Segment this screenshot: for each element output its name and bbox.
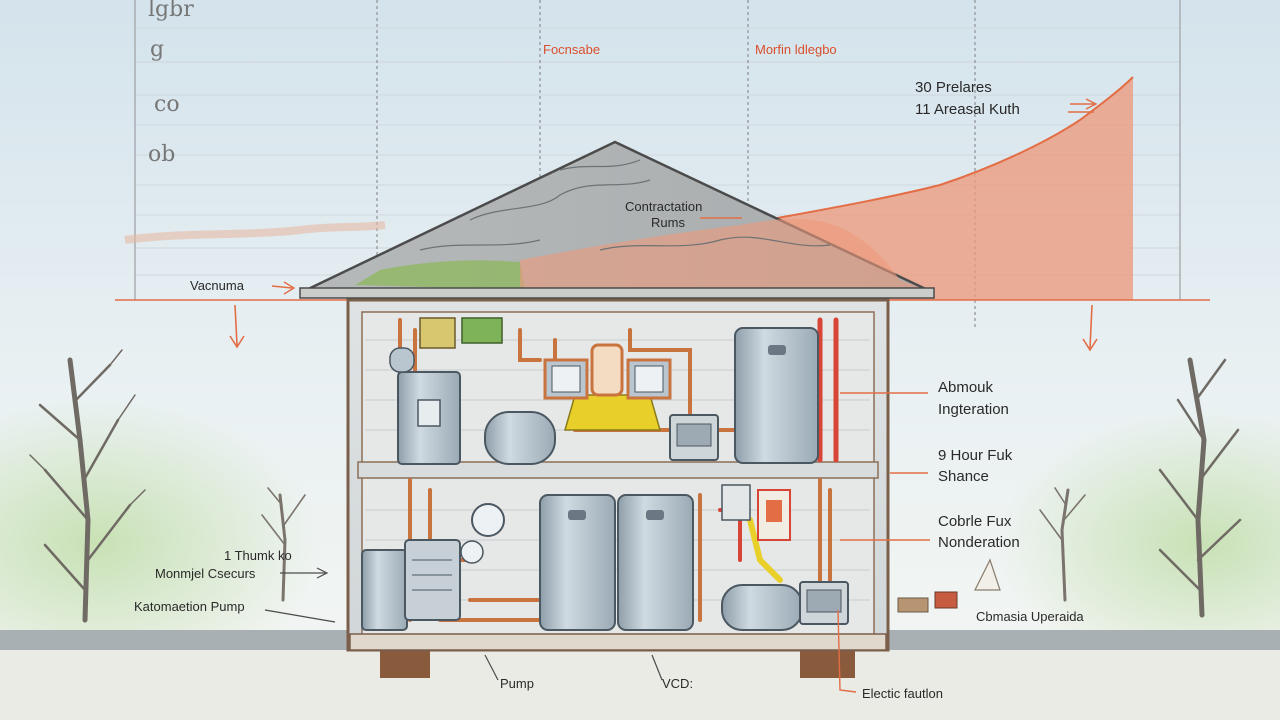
controller-unit-upper — [669, 414, 719, 461]
buffer-tank-left — [539, 494, 616, 631]
legend-line-1: 30 Prelares — [915, 79, 992, 96]
roof-cracks — [419, 159, 831, 251]
leader-lines — [271, 98, 1098, 693]
right-label-c-line-2: Nonderation — [938, 534, 1020, 551]
control-panel-top — [419, 317, 503, 349]
roof-label-line-2: Rums — [651, 215, 685, 230]
leader-lines-dark — [264, 567, 663, 681]
circulation-pump-lower — [721, 581, 849, 631]
thermal-label-line-1: 1 Thumk ko — [224, 548, 292, 563]
house-foundation-left — [380, 648, 430, 678]
washer-unit-left — [361, 539, 461, 631]
boiler-left — [389, 347, 461, 465]
right-label-b-line-2: Shance — [938, 468, 989, 485]
electric-label: Electic fautlon — [862, 686, 943, 701]
water-heater-right — [734, 327, 819, 464]
outdoor-unit-label: Cbmasia Uperaida — [976, 609, 1084, 624]
buffer-tank-right — [617, 494, 694, 631]
tree-left — [29, 349, 146, 623]
pump-gauge-lower — [460, 503, 505, 564]
thermal-label-line-2: Monmjel Csecurs — [155, 566, 256, 581]
roof-eave — [299, 287, 935, 299]
top-label-1: Focnsabe — [543, 42, 601, 57]
pressure-tank-upper — [484, 411, 556, 465]
automation-pump-label: Katomaetion Pump — [134, 599, 245, 614]
bottom-beam — [349, 633, 887, 651]
axis-note-1: lgbr — [148, 0, 194, 22]
axis-note-2: g — [150, 37, 165, 62]
outdoor-unit — [897, 558, 1001, 613]
floor-divider — [357, 461, 879, 479]
ground-soil — [0, 650, 1280, 720]
right-label-b-line-1: 9 Hour Fuk — [938, 447, 1013, 464]
electrical-panel-lower — [721, 484, 791, 541]
right-label-a-line-2: Ingteration — [938, 401, 1009, 418]
tree-right-small — [1039, 487, 1086, 602]
pump-label: Pump — [500, 676, 534, 691]
tree-left-small — [261, 487, 306, 602]
arrow-down-right — [1082, 304, 1098, 352]
legend-line-2: 11 Areasal Kuth — [915, 101, 1020, 118]
right-label-c-line-1: Cobrle Fux — [938, 513, 1012, 530]
axis-note-3: co — [154, 92, 180, 117]
top-label-2: Morfin ldlegbo — [755, 42, 837, 57]
roof-orange-overlay — [520, 218, 932, 292]
house-foundation-right — [800, 648, 855, 678]
vacuum-label: Vacnuma — [190, 278, 244, 293]
chart-axes — [134, 0, 1181, 300]
tree-right — [1158, 357, 1242, 618]
roof-label-line-1: Contractation — [625, 199, 703, 214]
right-label-a-line-1: Abmouk — [938, 379, 994, 396]
axis-note-4: ob — [148, 142, 176, 167]
roof-green-patch — [355, 260, 525, 290]
arrow-down-left — [229, 304, 245, 349]
yellow-manifold — [543, 343, 672, 431]
left-blur-stroke — [124, 221, 386, 244]
vcd-label: VCD: — [662, 676, 694, 691]
